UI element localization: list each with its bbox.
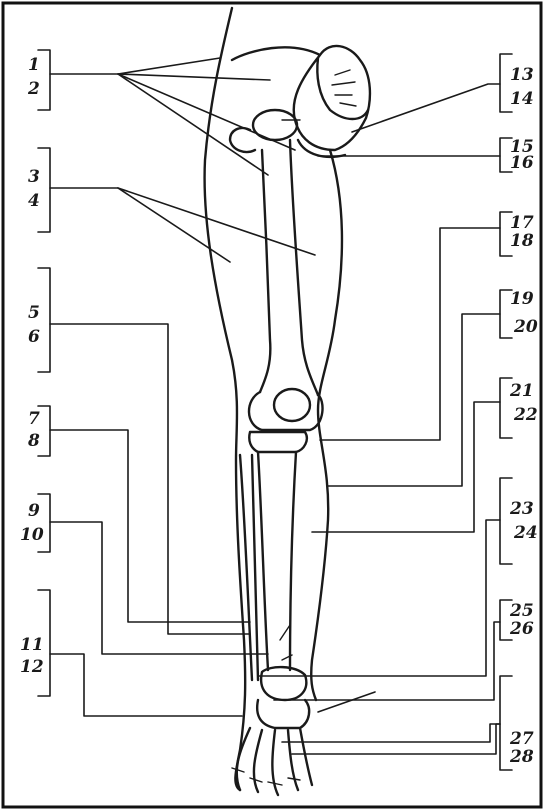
label-27: 27 <box>509 729 534 749</box>
right-labels: 13 14 15 16 17 18 19 20 21 22 23 24 25 2… <box>509 65 538 767</box>
label-28: 28 <box>509 747 534 767</box>
label-23: 23 <box>509 499 534 519</box>
label-12: 12 <box>20 657 44 677</box>
patella <box>274 389 310 421</box>
shin-bones <box>240 432 307 680</box>
label-14: 14 <box>510 89 534 109</box>
label-1: 1 <box>28 55 40 75</box>
label-25: 25 <box>509 601 534 621</box>
label-3: 3 <box>28 167 40 187</box>
label-20: 20 <box>513 317 538 337</box>
label-16: 16 <box>510 153 534 173</box>
label-17: 17 <box>510 213 534 233</box>
label-7: 7 <box>28 409 40 429</box>
label-22: 22 <box>513 405 538 425</box>
label-19: 19 <box>510 289 534 309</box>
pelvis <box>232 46 370 157</box>
label-13: 13 <box>510 65 534 85</box>
label-26: 26 <box>509 619 534 639</box>
label-10: 10 <box>20 525 44 545</box>
label-6: 6 <box>28 327 40 347</box>
label-24: 24 <box>513 523 538 543</box>
label-2: 2 <box>27 79 40 99</box>
label-21: 21 <box>509 381 534 401</box>
label-4: 4 <box>28 191 40 211</box>
label-18: 18 <box>510 231 534 251</box>
label-8: 8 <box>27 431 40 451</box>
label-11: 11 <box>20 635 44 655</box>
label-5: 5 <box>28 303 40 323</box>
label-9: 9 <box>28 501 40 521</box>
left-brackets <box>38 50 50 696</box>
